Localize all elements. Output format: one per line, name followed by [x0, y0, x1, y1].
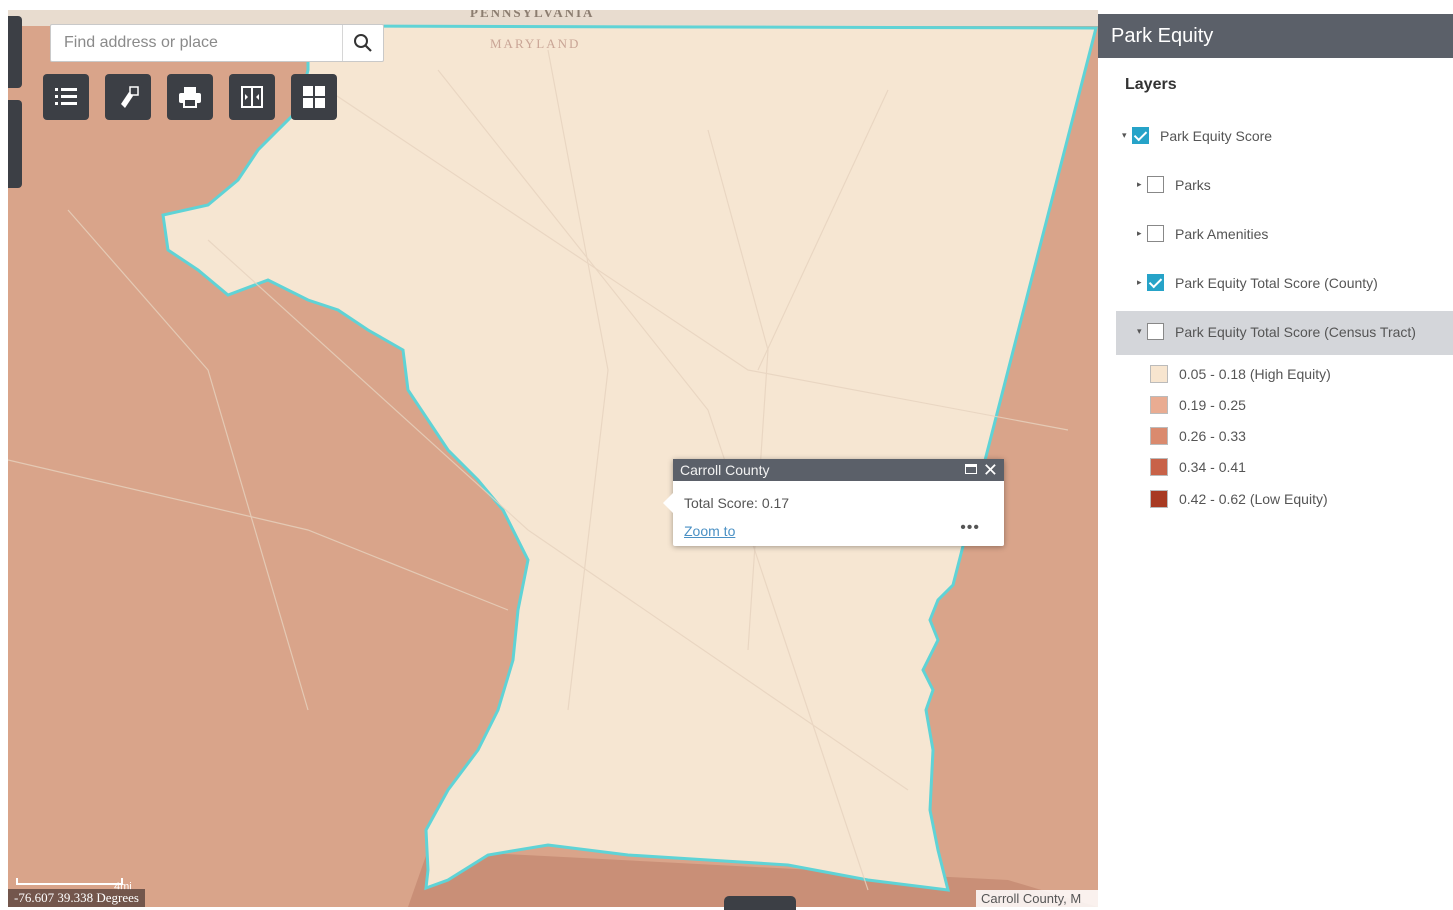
legend-label: 0.26 - 0.33 — [1179, 428, 1246, 444]
legend-swatch — [1150, 490, 1168, 508]
legend-item: 0.26 - 0.33 — [1150, 427, 1246, 445]
popup-header: Carroll County ✕ — [673, 459, 1004, 481]
layer-row-highlight — [1116, 311, 1453, 355]
legend-item: 0.05 - 0.18 (High Equity) — [1150, 365, 1331, 383]
map-view[interactable]: PENNSYLVANIA MARYLAND — [8, 10, 1098, 907]
panel-title: Park Equity — [1098, 14, 1453, 58]
search-widget — [50, 24, 384, 62]
scale-bar — [16, 878, 123, 885]
more-actions-icon[interactable]: ••• — [960, 519, 980, 536]
legend-swatch — [1150, 427, 1168, 445]
basemap — [8, 10, 1098, 907]
expand-caret-icon[interactable]: ▸ — [1137, 179, 1142, 189]
maximize-icon[interactable] — [965, 464, 977, 474]
layer-label: Park Equity Score — [1160, 127, 1273, 144]
legend-label: 0.34 - 0.41 — [1179, 459, 1246, 475]
info-popup: Carroll County ✕ Total Score: 0.17 Zoom … — [663, 459, 1004, 546]
attribute-table-handle[interactable] — [724, 896, 796, 910]
layer-list-panel: Park Equity Layers ▾ Park Equity Score ▸… — [1098, 14, 1453, 907]
close-icon[interactable]: ✕ — [982, 460, 998, 480]
expand-caret-icon[interactable]: ▸ — [1137, 228, 1142, 238]
list-icon — [55, 88, 77, 105]
basemap-button[interactable] — [105, 74, 151, 120]
expand-caret-icon[interactable]: ▸ — [1137, 277, 1142, 287]
layer-checkbox[interactable] — [1147, 323, 1164, 340]
layer-label: Park Amenities — [1175, 225, 1269, 242]
layers-heading: Layers — [1125, 76, 1177, 93]
layer-item-park-amenities[interactable]: ▸ Park Amenities — [1137, 225, 1268, 242]
swipe-button[interactable] — [229, 74, 275, 120]
layer-checkbox[interactable] — [1147, 225, 1164, 242]
printer-icon — [179, 87, 201, 108]
county-boundary — [161, 24, 1098, 892]
legend-label: 0.19 - 0.25 — [1179, 397, 1246, 413]
layer-label: Parks — [1175, 176, 1211, 193]
home-locate-controls[interactable] — [8, 100, 22, 188]
search-input[interactable] — [51, 33, 342, 53]
collapse-caret-icon[interactable]: ▾ — [1137, 326, 1142, 336]
legend-item: 0.19 - 0.25 — [1150, 396, 1246, 414]
swipe-icon — [241, 86, 263, 108]
layers-icon — [121, 86, 139, 108]
search-icon — [354, 34, 372, 52]
layer-item-parks[interactable]: ▸ Parks — [1137, 176, 1211, 193]
print-button[interactable] — [167, 74, 213, 120]
layer-checkbox[interactable] — [1132, 127, 1149, 144]
layer-label: Park Equity Total Score (County) — [1175, 274, 1378, 291]
layer-checkbox[interactable] — [1147, 274, 1164, 291]
state-label-maryland: MARYLAND — [490, 36, 581, 51]
legend-label: 0.42 - 0.62 (Low Equity) — [1179, 491, 1328, 507]
layer-item-park-equity-score[interactable]: ▾ Park Equity Score — [1122, 127, 1272, 144]
legend-label: 0.05 - 0.18 (High Equity) — [1179, 366, 1331, 382]
zoom-to-link[interactable]: Zoom to — [684, 523, 736, 539]
layer-checkbox[interactable] — [1147, 176, 1164, 193]
popup-field: Total Score: 0.17 — [684, 495, 790, 511]
legend-item: 0.34 - 0.41 — [1150, 458, 1246, 476]
grid-icon — [303, 86, 325, 108]
legend-item: 0.42 - 0.62 (Low Equity) — [1150, 490, 1328, 508]
gallery-button[interactable] — [291, 74, 337, 120]
zoom-controls[interactable] — [8, 16, 22, 88]
layer-label: Park Equity Total Score (Census Tract) — [1175, 323, 1416, 340]
coordinates-readout: -76.607 39.338 Degrees — [8, 889, 145, 907]
search-button[interactable] — [342, 25, 383, 61]
legend-swatch — [1150, 365, 1168, 383]
popup-title: Carroll County — [680, 462, 770, 478]
legend-button[interactable] — [43, 74, 89, 120]
map-attribution: Carroll County, M — [976, 890, 1098, 907]
legend-swatch — [1150, 458, 1168, 476]
layer-item-census-tract-score[interactable]: ▾ Park Equity Total Score (Census Tract) — [1137, 323, 1416, 340]
layer-item-county-score[interactable]: ▸ Park Equity Total Score (County) — [1137, 274, 1378, 291]
state-label-pennsylvania: PENNSYLVANIA — [470, 10, 595, 20]
legend-swatch — [1150, 396, 1168, 414]
collapse-caret-icon[interactable]: ▾ — [1122, 130, 1127, 140]
